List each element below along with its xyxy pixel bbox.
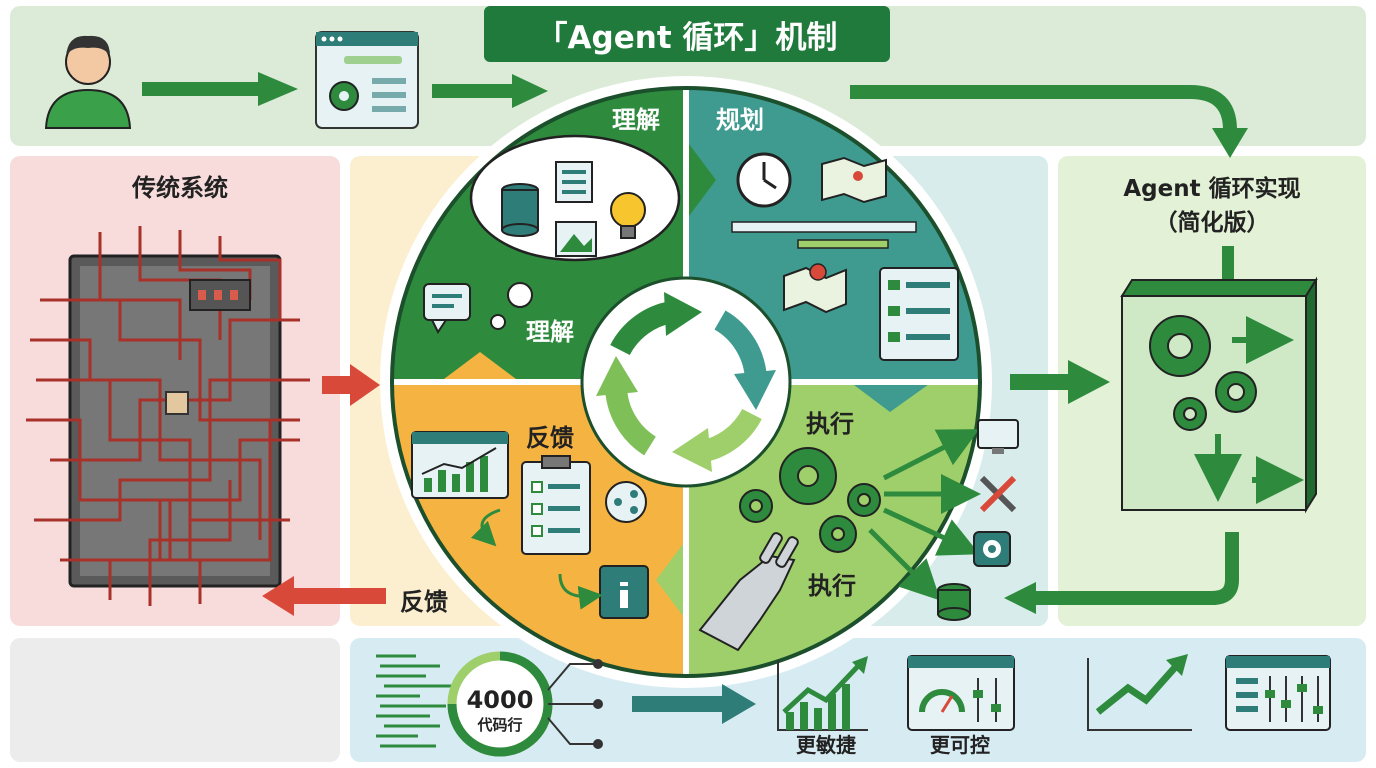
arrow-feedback-to-traditional bbox=[262, 576, 386, 616]
document-list-icon bbox=[555, 161, 593, 203]
control-dashboard-icon bbox=[907, 655, 1015, 731]
agile-chart-icon bbox=[777, 656, 868, 731]
growth-chart-window-icon bbox=[411, 431, 509, 499]
arrow-user-to-system bbox=[142, 72, 298, 106]
code-lines-icon bbox=[376, 654, 452, 748]
agile-label: 更敏捷 bbox=[796, 733, 857, 757]
lightbulb-icon bbox=[610, 192, 646, 239]
trend-up-icon bbox=[1087, 654, 1192, 731]
timeline-icon bbox=[731, 221, 917, 249]
clock-icon bbox=[736, 152, 792, 208]
action-arrows bbox=[868, 429, 981, 601]
map-icon bbox=[821, 156, 887, 204]
checklist-panel-icon bbox=[879, 267, 959, 361]
traditional-heading: 传统系统 bbox=[131, 174, 228, 202]
label-execute-bottom: 执行 bbox=[808, 572, 856, 600]
gears-icon bbox=[739, 447, 881, 553]
settings-app-icon bbox=[973, 531, 1011, 567]
label-plan: 规划 bbox=[716, 106, 764, 134]
arrow-code-to-results bbox=[632, 684, 756, 724]
bottom-left-blank-panel bbox=[10, 638, 340, 762]
ring-connectors bbox=[547, 659, 603, 749]
feedback-loop-arrow bbox=[558, 573, 603, 610]
user-avatar-icon bbox=[44, 35, 132, 129]
location-map-icon bbox=[783, 263, 847, 314]
title-banner: 「Agent 循环」机制 bbox=[484, 6, 890, 62]
info-document-icon bbox=[599, 565, 649, 619]
share-icon bbox=[605, 481, 647, 523]
label-understand-top: 理解 bbox=[612, 106, 660, 134]
code-count-value: 4000 bbox=[467, 686, 534, 714]
tangled-system-icon bbox=[26, 226, 310, 606]
page-title: 「Agent 循环」机制 bbox=[536, 19, 838, 56]
database-icon bbox=[501, 183, 539, 237]
monitor-icon bbox=[977, 419, 1019, 454]
code-count-unit: 代码行 bbox=[476, 716, 522, 734]
chat-bubble-icon bbox=[423, 283, 471, 334]
label-feedback: 反馈 bbox=[526, 424, 574, 452]
image-icon bbox=[555, 221, 597, 257]
tools-icon bbox=[979, 475, 1017, 513]
settings-panel-icon bbox=[1225, 655, 1331, 731]
robot-hand-icon bbox=[698, 532, 799, 652]
database-sync-icon bbox=[937, 583, 971, 621]
implementation-heading-line1: Agent 循环实现 bbox=[1123, 175, 1300, 202]
arrow-traditional-to-cycle bbox=[322, 364, 380, 406]
arrow-top-to-implementation bbox=[850, 85, 1248, 158]
implementation-heading-line2: （简化版） bbox=[1155, 209, 1270, 236]
arrow-system-to-cycle bbox=[432, 74, 548, 108]
arrow-cycle-to-implementation bbox=[1010, 360, 1110, 404]
implementation-box-icon bbox=[1120, 276, 1318, 514]
label-understand-inner: 理解 bbox=[526, 318, 574, 346]
arrow-implementation-return bbox=[1004, 532, 1239, 614]
system-window-icon bbox=[315, 31, 419, 129]
control-label: 更可控 bbox=[930, 733, 990, 757]
clipboard-checklist-icon bbox=[521, 455, 591, 555]
traditional-feedback-label: 反馈 bbox=[400, 588, 448, 616]
label-execute-top: 执行 bbox=[806, 410, 854, 438]
